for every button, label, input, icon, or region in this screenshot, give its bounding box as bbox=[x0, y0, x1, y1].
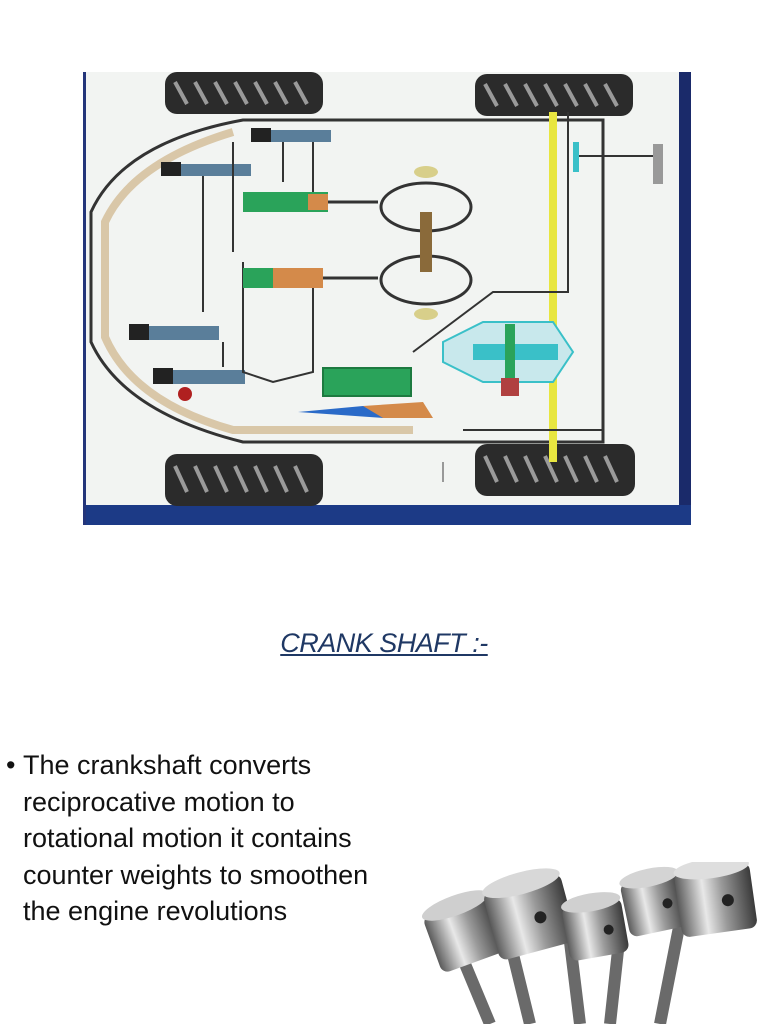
drivetrain-diagram-image bbox=[83, 72, 691, 525]
engine-pistons-image bbox=[420, 862, 768, 1024]
bullet-text: The crankshaft converts reciprocative mo… bbox=[23, 750, 369, 926]
bullet-icon: • bbox=[6, 750, 16, 780]
wheel-front-left bbox=[165, 72, 323, 114]
slide-title: CRANK SHAFT :- bbox=[280, 628, 488, 658]
